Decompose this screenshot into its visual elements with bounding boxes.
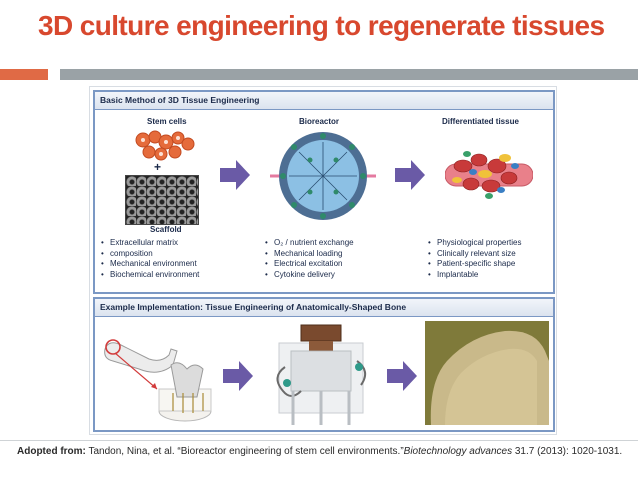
- citation-text: Tandon, Nina, et al. “Bioreactor enginee…: [85, 446, 404, 457]
- citation-label: Adopted from:: [17, 446, 86, 457]
- bioreactor-bullets: O₂ / nutrient exchange Mechanical loadin…: [265, 238, 354, 280]
- panel-header-label: Example Implementation: Tissue Engineeri…: [100, 302, 407, 312]
- bullet: Patient-specific shape: [428, 259, 522, 270]
- bullet: Implantable: [428, 270, 522, 281]
- accent-bar: [0, 69, 48, 80]
- bullet: Electrical excitation: [265, 259, 354, 270]
- bullet: Mechanical loading: [265, 249, 354, 260]
- example-implementation-panel: Example Implementation: Tissue Engineeri…: [93, 297, 555, 432]
- bullet: O₂ / nutrient exchange: [265, 238, 354, 249]
- bullet: Mechanical environment: [101, 259, 199, 270]
- jaw-scaffold-illustration: [104, 339, 212, 422]
- panel-header: Basic Method of 3D Tissue Engineering: [95, 92, 553, 110]
- bullet-continuation: composition: [101, 249, 199, 260]
- footer-divider: [0, 440, 638, 441]
- differentiated-tissue-illustration: [445, 151, 533, 199]
- stem-cells-label: Stem cells: [147, 117, 187, 126]
- scaffold-image: [125, 175, 199, 225]
- citation-journal: Biotechnology advances: [403, 446, 513, 457]
- arrow-icon: [387, 361, 417, 391]
- stem-cells-illustration: [135, 130, 195, 161]
- bullet: Extracellular matrix: [101, 238, 199, 249]
- citation-volume: 31.7 (2013): 1020-1031.: [512, 446, 623, 457]
- bioreactor-illustration: [270, 132, 376, 220]
- arrow-icon: [395, 160, 425, 190]
- bone-bioreactor-illustration: [276, 324, 367, 425]
- bullet: Cytokine delivery: [265, 270, 354, 281]
- arrow-icon: [220, 160, 250, 190]
- bioreactor-label: Bioreactor: [299, 117, 340, 126]
- panel-header-label: Basic Method of 3D Tissue Engineering: [100, 95, 260, 105]
- arrow-icon: [223, 361, 253, 391]
- citation: Adopted from: Tandon, Nina, et al. “Bior…: [17, 445, 627, 459]
- slide-title: 3D culture engineering to regenerate tis…: [38, 10, 605, 41]
- basic-method-panel: Basic Method of 3D Tissue Engineering St…: [93, 90, 555, 294]
- figure: Basic Method of 3D Tissue Engineering St…: [89, 86, 557, 435]
- bullet: Biochemical environment: [101, 270, 199, 281]
- differentiated-tissue-label: Differentiated tissue: [442, 117, 519, 126]
- engineered-bone-photo: [425, 321, 549, 425]
- panel-header: Example Implementation: Tissue Engineeri…: [95, 299, 553, 317]
- bullet: Physiological properties: [428, 238, 522, 249]
- plus-sign: +: [154, 160, 162, 174]
- bullet: Clinically relevant size: [428, 249, 522, 260]
- scaffold-label: Scaffold: [150, 225, 182, 234]
- stem-cells-bullets: Extracellular matrix composition Mechani…: [101, 238, 199, 280]
- differentiated-tissue-bullets: Physiological properties Clinically rele…: [428, 238, 522, 280]
- divider-bar: [60, 69, 638, 80]
